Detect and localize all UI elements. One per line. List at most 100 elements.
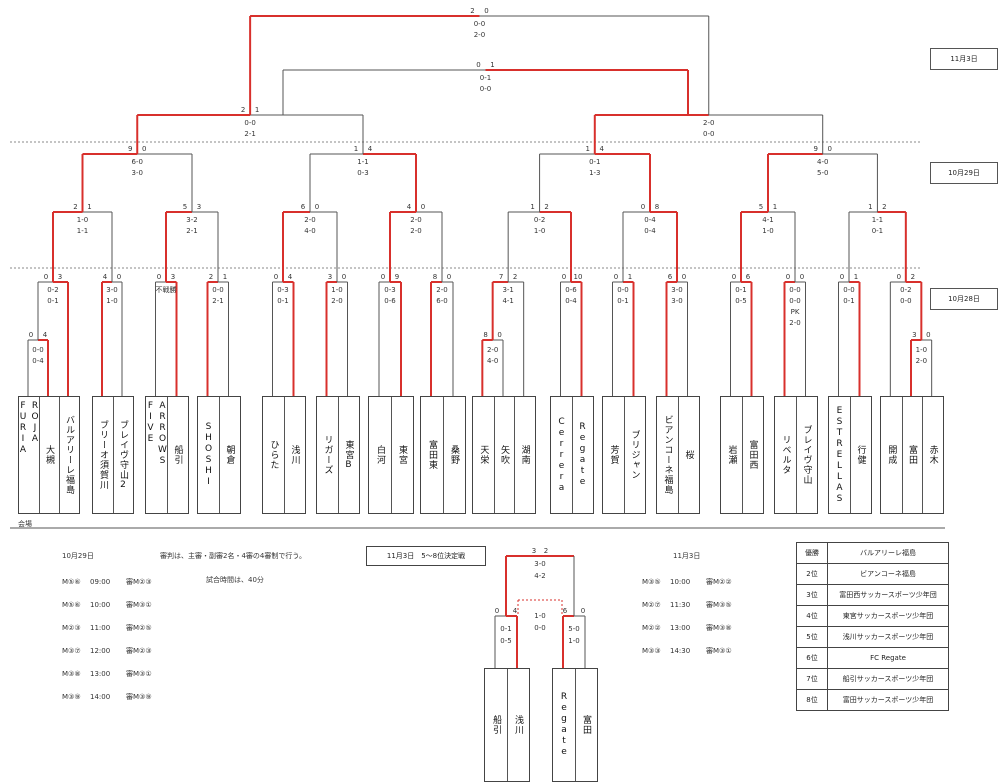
team-name: ビアンコーネ福島 xyxy=(662,415,673,495)
match-r1_16-period-1: 0-0 xyxy=(900,297,912,305)
team-divider xyxy=(113,397,114,513)
team-name: ブレイヴ守山2 xyxy=(118,419,128,491)
match-r1_6-left-score: 3 xyxy=(327,273,333,281)
team-cell: 富田 xyxy=(902,401,923,509)
match-r1_10-right-score: 10 xyxy=(573,273,583,281)
match-r0b-left-score: 8 xyxy=(483,331,488,339)
date-label-day2: 10月29日 xyxy=(930,162,998,184)
match-r3_1-period-0: 6-0 xyxy=(131,158,143,166)
match-r2_8-right-score: 2 xyxy=(882,203,887,211)
match-r3_3-period-0: 0-1 xyxy=(589,158,601,166)
match-r3_4-period-1: 5-0 xyxy=(816,169,829,177)
schedule-time: 13:00 xyxy=(670,624,691,632)
standings-team: ビアンコーネ福島 xyxy=(827,563,949,585)
team-name: ブリジャン xyxy=(629,430,640,480)
standings-row: 2位ビアンコーネ福島 xyxy=(796,563,949,585)
team-name: 行健 xyxy=(855,445,866,465)
team-name: 桜 xyxy=(683,450,694,460)
schedule-ref: 審M③① xyxy=(126,601,152,609)
standings-rank: 7位 xyxy=(796,668,828,690)
team-name: 東宮 xyxy=(397,445,407,465)
placement-right-score-l: 6 xyxy=(562,607,568,615)
team-divider xyxy=(39,397,40,513)
standings-team: 富田サッカースポーツ少年団 xyxy=(827,689,949,711)
schedule-time: 12:00 xyxy=(90,647,111,655)
team-divider xyxy=(796,397,797,513)
team-divider xyxy=(575,669,576,781)
schedule-match: M③⑨ xyxy=(62,693,81,701)
placement-team-name: 船引 xyxy=(491,715,501,735)
team-cell: 赤木 xyxy=(922,401,943,509)
team-cell: ARROWS FIVE xyxy=(146,401,168,509)
match-r1_8-right-score: 0 xyxy=(446,273,452,281)
match-r3_1-period-1: 3-0 xyxy=(131,169,143,177)
match-r0a-left-score: 0 xyxy=(28,331,34,339)
match-r1_5-left-score: 0 xyxy=(273,273,279,281)
placement-top-score-r: 2 xyxy=(543,547,549,555)
standings-rank: 3位 xyxy=(796,584,828,606)
match-r2_6-right-score: 8 xyxy=(654,203,660,211)
team-cell: 桑野 xyxy=(443,401,465,509)
match-r1_9-period-0: 3-1 xyxy=(502,286,514,294)
match-r1_2-period-1: 1-0 xyxy=(106,297,118,305)
placement-right-period-1: 1-0 xyxy=(568,637,580,645)
schedule-time: 11:00 xyxy=(90,624,111,632)
schedule-ref: 審M②② xyxy=(706,578,732,586)
match-r1_2-left-score: 4 xyxy=(102,273,108,281)
team-box: リベルタブレイヴ守山 xyxy=(774,396,818,514)
match-r1_8-left-score: 8 xyxy=(432,273,438,281)
standings-rank: 4位 xyxy=(796,605,828,627)
match-r0c-left-score: 3 xyxy=(912,331,917,339)
placement-team-cell: 浅川 xyxy=(507,673,529,777)
match-r1_11-left-score: 0 xyxy=(613,273,619,281)
team-name: 大槻 xyxy=(44,445,54,465)
schedule-time: 09:00 xyxy=(90,578,111,586)
match-final-left-score: 2 xyxy=(470,7,475,15)
team-name: 芳賀 xyxy=(608,445,619,465)
team-divider xyxy=(678,397,679,513)
match-r1_3-right-score: 3 xyxy=(170,273,176,281)
schedule-match: M③③ xyxy=(642,647,661,655)
match-r0a-period-1: 0-4 xyxy=(32,357,44,365)
team-name: ひらた xyxy=(268,440,279,470)
team-divider xyxy=(167,397,168,513)
placement-mid-period-0: 1-0 xyxy=(534,612,546,620)
team-cell: 富田東 xyxy=(421,401,443,509)
match-r2_6-period-0: 0-4 xyxy=(644,216,656,224)
team-name: リガーズ xyxy=(322,435,333,475)
match-r2_6-period-1: 0-4 xyxy=(644,227,656,235)
match-r1_13-right-score: 6 xyxy=(745,273,751,281)
team-divider xyxy=(219,397,220,513)
match-r1_16-left-score: 0 xyxy=(896,273,902,281)
placement-left-period-1: 0-5 xyxy=(500,637,512,645)
team-name: 岩瀬 xyxy=(726,445,737,465)
match-r1_6-right-score: 0 xyxy=(341,273,347,281)
match-r2_2-right-score: 3 xyxy=(196,203,202,211)
schedule-ref: 審M③⑤ xyxy=(706,601,732,609)
team-box: 富田東桑野 xyxy=(420,396,466,514)
match-r1_8-period-1: 6-0 xyxy=(436,297,448,305)
team-name: 東宮B xyxy=(343,439,354,471)
team-cell: 富田西 xyxy=(742,401,763,509)
team-cell: リガーズ xyxy=(317,401,338,509)
placement-team-name: 浅川 xyxy=(513,715,523,735)
placement-team-cell: Regate xyxy=(553,673,575,777)
team-cell: Cerrera xyxy=(551,401,572,509)
placement-team-name: Regate xyxy=(559,692,569,758)
match-r1_14-period-2: PK xyxy=(790,308,800,316)
match-third-left-score: 0 xyxy=(476,61,481,69)
date-label-day1: 10月28日 xyxy=(930,288,998,310)
match-r0b-right-score: 0 xyxy=(497,331,502,339)
match-third-period-1: 0-0 xyxy=(479,85,492,93)
match-r1_1-right-score: 3 xyxy=(57,273,63,281)
team-box: 開成富田赤木 xyxy=(880,396,944,514)
match-sf_1-period-0: 0-0 xyxy=(244,119,256,127)
placement-team-cell: 船引 xyxy=(485,673,507,777)
team-box: ひらた浅川 xyxy=(262,396,306,514)
match-r1_15-period-0: 0-0 xyxy=(843,286,855,294)
schedule-match: M②③ xyxy=(62,624,81,632)
team-divider xyxy=(901,397,903,513)
team-name: Regate xyxy=(577,422,588,488)
